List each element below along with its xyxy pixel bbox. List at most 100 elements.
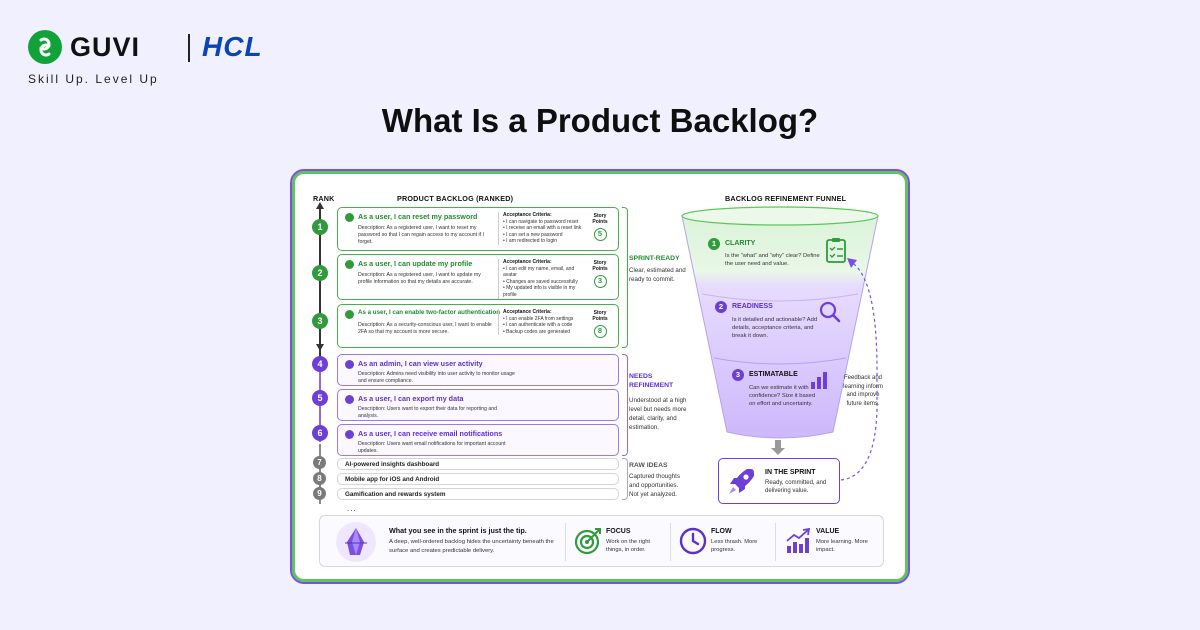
pillar-focus: FOCUS Work on the right things, in order… xyxy=(565,523,665,561)
ac-header: Acceptance Criteria: xyxy=(503,259,552,265)
group-desc-needs-refinement: Understood at a high level but needs mor… xyxy=(629,397,687,431)
acceptance-criteria: Acceptance Criteria: • I can enable 2FA … xyxy=(498,309,588,336)
pillar-value: VALUE More learning. More impact. xyxy=(775,523,875,561)
backlog-item-two-factor[interactable]: As a user, I can enable two-factor authe… xyxy=(337,304,619,348)
item-description: Description: Users want email notificati… xyxy=(358,441,506,454)
stage-title-readiness: READINESS xyxy=(732,303,773,310)
backlog-item-user-activity[interactable]: As an admin, I can view user activity De… xyxy=(337,354,619,386)
backlog-item-raw[interactable]: Mobile app for iOS and Android xyxy=(337,473,619,485)
criterion: • I can authenticate with a code xyxy=(503,322,573,329)
rank-badge: 9 xyxy=(313,487,326,500)
criterion: • Changes are saved successfully xyxy=(503,278,578,285)
group-desc-raw-ideas: Captured thoughts and opportunities. Not… xyxy=(629,473,680,498)
stage-badge: 3 xyxy=(732,369,744,381)
story-points-label: Story Points xyxy=(592,213,608,225)
stage-title-clarity: CLARITY xyxy=(725,240,756,247)
story-points: Story Points 3 xyxy=(588,260,612,288)
rank-header: RANK xyxy=(313,194,335,203)
group-title-sprint-ready: SPRINT-READY xyxy=(629,255,680,262)
stage-desc-readiness: Is it detailed and actionable? Add detai… xyxy=(732,317,818,339)
rocket-icon xyxy=(729,469,754,494)
magnifier-icon xyxy=(819,301,841,323)
item-description: Description: As a registered user, I wan… xyxy=(358,225,485,245)
story-points-value: 8 xyxy=(593,325,607,338)
pillar-description: Work on the right things, in order. xyxy=(606,539,651,553)
acceptance-criteria: Acceptance Criteria: • I can navigate to… xyxy=(498,212,588,245)
growth-chart-icon xyxy=(786,527,811,553)
brand-divider xyxy=(188,34,190,62)
partner-name: HCL xyxy=(202,31,263,62)
criterion: • I receive an email with a reset link xyxy=(503,225,582,232)
rank-badge: 5 xyxy=(312,390,328,406)
brand-name: GUVI xyxy=(70,32,141,62)
item-description: Description: Admins need visibility into… xyxy=(358,371,515,384)
target-icon xyxy=(574,528,601,555)
rank-badge: 7 xyxy=(313,456,326,469)
story-points-label: Story Points xyxy=(592,310,608,322)
feedback-text: Feedback and learning inform and improve… xyxy=(843,375,883,407)
story-points-value: 3 xyxy=(593,275,607,288)
criterion: • I am redirected to login xyxy=(503,238,557,245)
pillar-title: FLOW xyxy=(711,528,732,535)
item-description: Description: Users want to export their … xyxy=(358,406,497,419)
stage-desc-clarity: Is the “what” and “why” clear? Define th… xyxy=(725,253,820,267)
clock-icon xyxy=(679,527,707,555)
tip-description: A deep, well-ordered backlog hides the u… xyxy=(389,539,554,554)
item-title: Gamification and rewards system xyxy=(345,491,446,498)
backlog-item-raw[interactable]: Gamification and rewards system xyxy=(337,488,619,500)
backlog-item-email-notifications[interactable]: As a user, I can receive email notificat… xyxy=(337,424,619,456)
tip-title: What you see in the sprint is just the t… xyxy=(389,526,527,535)
brand-header: GUVI HCL Skill Up. Level Up xyxy=(28,30,328,90)
item-title: As an admin, I can view user activity xyxy=(358,359,483,368)
backlog-item-reset-password[interactable]: As a user, I can reset my password Descr… xyxy=(337,207,619,251)
rank-arrow-down-icon xyxy=(316,344,324,351)
ac-header: Acceptance Criteria: xyxy=(503,309,552,315)
backlog-item-update-profile[interactable]: As a user, I can update my profile Descr… xyxy=(337,254,619,300)
rank-arrow-up-icon xyxy=(316,202,324,209)
rank-badge: 4 xyxy=(312,356,328,372)
group-desc-sprint-ready: Clear, estimated and ready to commit. xyxy=(629,267,686,283)
stage-badge: 2 xyxy=(715,301,727,313)
pillar-description: Less thrash. More progress. xyxy=(711,539,758,553)
refinement-funnel xyxy=(681,206,879,439)
stage-desc-estimatable: Can we estimate it with confidence? Size… xyxy=(749,385,816,407)
story-points-label: Story Points xyxy=(592,260,608,272)
guvi-logo-icon xyxy=(28,30,62,64)
pillar-title: FOCUS xyxy=(606,528,631,535)
criterion: • My updated info is visible in my profi… xyxy=(503,285,576,298)
stage-badge: 1 xyxy=(708,238,720,250)
sprint-description: Ready, committed, and delivering value. xyxy=(765,480,827,494)
criterion: • I can edit my name, email, and avatar xyxy=(503,265,575,279)
funnel-header: BACKLOG REFINEMENT FUNNEL xyxy=(725,194,847,203)
stage-title-estimatable: ESTIMATABLE xyxy=(749,371,798,378)
story-points: Story Points 5 xyxy=(588,213,612,241)
summary-strip: What you see in the sprint is just the t… xyxy=(319,515,884,567)
item-title: As a user, I can export my data xyxy=(358,394,464,403)
sprint-title: IN THE SPRINT xyxy=(765,469,816,476)
criterion: • Backup codes are generated xyxy=(503,328,571,335)
rank-badge: 3 xyxy=(312,313,328,329)
bracket-needs-refinement xyxy=(622,354,628,456)
in-the-sprint-box: IN THE SPRINT Ready, committed, and deli… xyxy=(718,458,840,504)
page-title: What Is a Product Backlog? xyxy=(381,102,819,139)
more-ellipsis: ... xyxy=(347,504,357,513)
iceberg-icon xyxy=(336,522,376,562)
item-title: AI-powered insights dashboard xyxy=(345,461,440,468)
rank-badge: 6 xyxy=(312,425,328,441)
user-icon xyxy=(345,360,354,369)
rank-badge: 8 xyxy=(313,472,326,485)
criterion: • I can enable 2FA from settings xyxy=(503,315,574,322)
bar-chart-icon xyxy=(811,372,827,389)
item-title: As a user, I can reset my password xyxy=(358,212,478,221)
backlog-item-raw[interactable]: AI-powered insights dashboard xyxy=(337,458,619,470)
ac-header: Acceptance Criteria: xyxy=(503,212,552,218)
item-title: As a user, I can enable two-factor authe… xyxy=(358,309,501,316)
criterion: • I can navigate to password reset xyxy=(503,218,579,225)
group-title-needs-refinement: NEEDS REFINEMENT xyxy=(629,373,674,389)
backlog-item-export-data[interactable]: As a user, I can export my data Descript… xyxy=(337,389,619,421)
infographic-card: RANK PRODUCT BACKLOG (RANKED) BACKLOG RE… xyxy=(290,169,910,584)
arrow-down-icon xyxy=(771,440,785,455)
item-title: Mobile app for iOS and Android xyxy=(345,476,440,483)
criterion: • I can set a new password xyxy=(503,231,563,238)
acceptance-criteria: Acceptance Criteria: • I can edit my nam… xyxy=(498,259,588,299)
